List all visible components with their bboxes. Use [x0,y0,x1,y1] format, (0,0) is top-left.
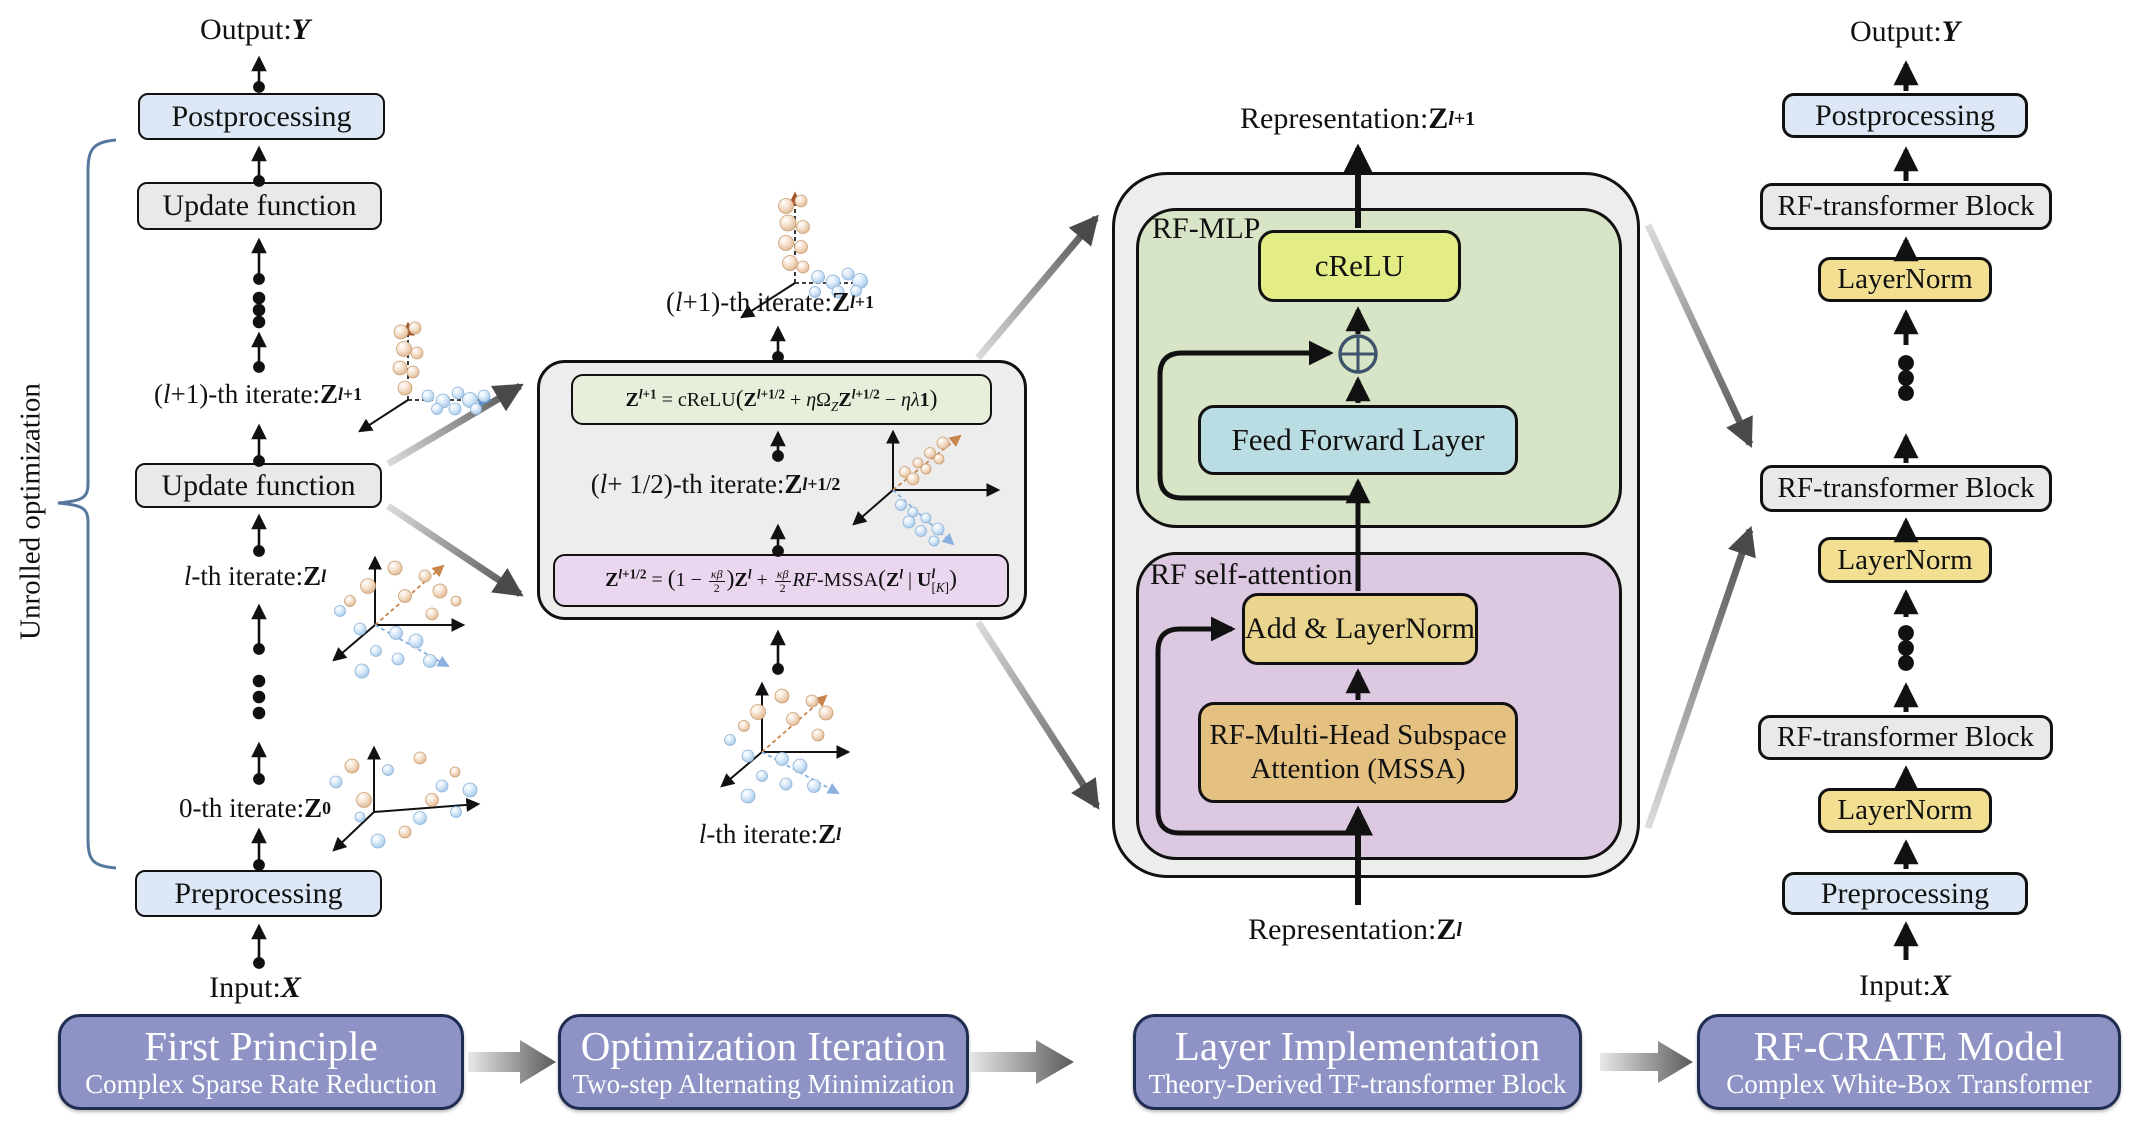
banner-subtitle: Complex White-Box Transformer [1726,1068,2092,1099]
rf-transformer-block-label: RF-transformer Block [1777,190,2035,222]
banner-rf-crate-model: RF-CRATE Model Complex White-Box Transfo… [1697,1014,2121,1110]
input-label-left: Input: X [209,971,301,1004]
rf-transformer-block-label: RF-transformer Block [1777,472,2035,504]
mssa-box: RF-Multi-Head Subspace Attention (MSSA) [1198,702,1518,803]
update-function-label: Update function [162,189,357,222]
crelu-equation: Zl+1 = cReLU(Zl+1/2 + ηΩZZl+1/2 − ηλ1) [625,386,938,414]
input-label-right: Input: X [1859,969,1951,1002]
rf-transformer-block-label: RF-transformer Block [1777,721,2034,753]
banner-title: Layer Implementation [1174,1022,1541,1069]
rf-transformer-block-3: RF-transformer Block [1758,715,2053,760]
banner-subtitle: Two-step Alternating Minimization [572,1068,955,1099]
banner-layer-implementation: Layer Implementation Theory-Derived TF-t… [1133,1014,1582,1110]
postprocessing-box-right: Postprocessing [1782,93,2028,138]
add-layernorm-label: Add & LayerNorm [1245,612,1475,645]
output-label-left: Output: Y [200,13,310,46]
layernorm-label: LayerNorm [1837,263,1973,295]
preprocessing-label: Preprocessing [1820,876,1990,910]
add-layernorm-box: Add & LayerNorm [1242,593,1478,665]
postprocessing-box-left: Postprocessing [138,93,385,140]
output-label-right: Output: Y [1850,15,1960,48]
unrolled-optimization-brace [57,138,117,870]
rf-transformer-block-2: RF-transformer Block [1760,465,2052,512]
preprocessing-box-right: Preprocessing [1782,872,2028,915]
banner-subtitle: Complex Sparse Rate Reduction [85,1068,437,1099]
rf-transformer-block-1: RF-transformer Block [1760,183,2052,230]
banner-title: First Principle [144,1022,378,1069]
crelu-equation-chip: Zl+1 = cReLU(Zl+1/2 + ηΩZZl+1/2 − ηλ1) [571,374,992,425]
feed-forward-layer-box: Feed Forward Layer [1198,405,1518,475]
scatter-plot-middle-iterate-l [720,681,851,804]
banner-first-principle: First Principle Complex Sparse Rate Redu… [58,1014,464,1110]
layernorm-box-3: LayerNorm [1818,788,1992,833]
banner-subtitle: Theory-Derived TF-transformer Block [1148,1068,1567,1099]
rf-self-attention-label: RF self-attention [1150,558,1353,591]
postprocessing-label: Postprocessing [171,99,352,133]
crelu-box: cReLU [1258,230,1461,302]
postprocessing-label: Postprocessing [1815,98,1995,132]
update-function-label: Update function [161,468,356,502]
unrolled-optimization-label: Unrolled optimization [14,383,47,641]
layernorm-box-1: LayerNorm [1818,257,1992,302]
layernorm-label: LayerNorm [1837,543,1973,576]
layernorm-label: LayerNorm [1837,794,1973,826]
mssa-label-line2: Attention (MSSA) [1250,752,1466,785]
preprocessing-box-left: Preprocessing [135,870,382,917]
update-function-box-2: Update function [135,463,382,508]
mssa-label-line1: RF-Multi-Head Subspace [1209,719,1507,752]
update-function-box-1: Update function [137,182,382,230]
feed-forward-layer-label: Feed Forward Layer [1231,422,1485,457]
preprocessing-label: Preprocessing [174,876,343,910]
banner-optimization-iteration: Optimization Iteration Two-step Alternat… [558,1014,969,1110]
banner-title: Optimization Iteration [580,1022,947,1069]
crelu-label: cReLU [1314,248,1405,283]
layernorm-box-2: LayerNorm [1818,537,1992,583]
banner-title: RF-CRATE Model [1753,1022,2065,1069]
rf-mlp-label: RF-MLP [1152,212,1261,245]
